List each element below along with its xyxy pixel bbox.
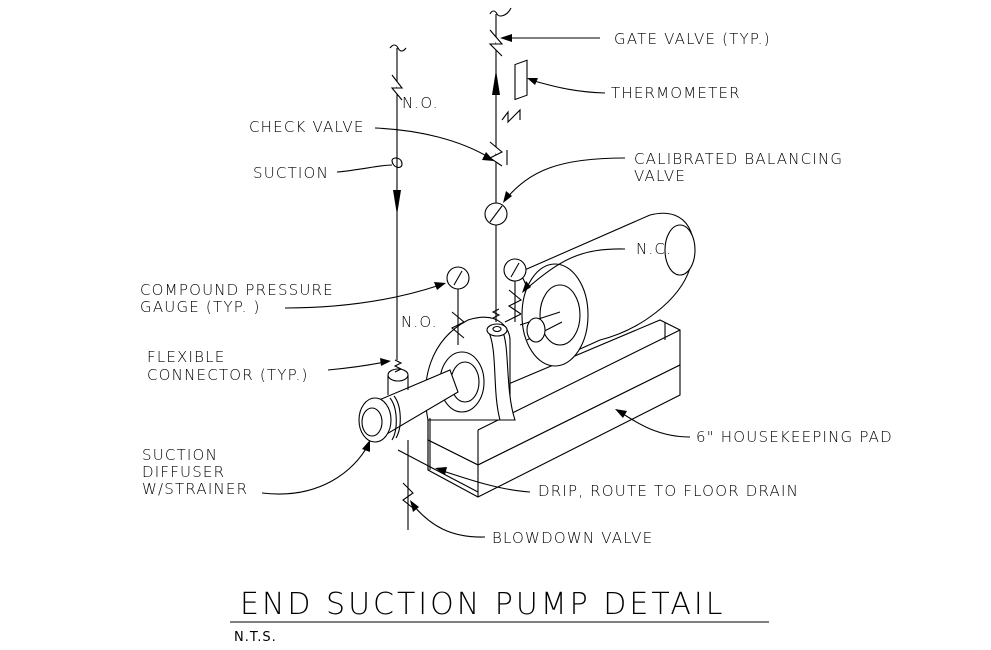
label-balancing-valve-1: CALIBRATED BALANCING [634, 150, 843, 168]
label-diffuser-1: SUCTION [142, 446, 218, 464]
gate-valve-discharge [488, 29, 504, 57]
label-blowdown: BLOWDOWN VALVE [492, 529, 653, 547]
label-no-lower: N.O. [401, 313, 438, 331]
label-gate-valve: GATE VALVE (TYP.) [614, 30, 771, 48]
label-diffuser-3: W/STRAINER [142, 480, 248, 498]
pump-casing [424, 316, 516, 421]
label-drip: DRIP, ROUTE TO FLOOR DRAIN [538, 482, 799, 500]
drip-blowdown [397, 418, 479, 530]
label-gauge-1: COMPOUND PRESSURE [140, 281, 334, 299]
label-check-valve: CHECK VALVE [249, 118, 365, 136]
label-suction: SUCTION [253, 164, 329, 182]
label-flex-1: FLEXIBLE [147, 348, 225, 366]
leaders [261, 34, 691, 538]
label-diffuser-2: DIFFUSER [142, 463, 225, 481]
suction-pipe [389, 44, 407, 360]
thermometer-body [514, 59, 528, 101]
label-balancing-valve-2: VALVE [634, 167, 686, 185]
drawing-title: END SUCTION PUMP DETAIL [240, 587, 725, 622]
label-nc: N.C. [636, 240, 672, 258]
label-thermometer: THERMOMETER [611, 84, 741, 102]
label-flex-2: CONNECTOR (TYP.) [147, 366, 309, 384]
label-gauge-2: GAUGE (TYP. ) [140, 298, 261, 316]
pressure-gauges [446, 258, 527, 345]
motor [519, 212, 696, 367]
label-no-top: N.O. [402, 94, 439, 112]
suction-diffuser [358, 359, 459, 443]
gate-valve-suction [390, 74, 404, 101]
scale-note: N.T.S. [234, 630, 277, 645]
label-housekeeping-pad: 6" HOUSEKEEPING PAD [696, 428, 893, 446]
